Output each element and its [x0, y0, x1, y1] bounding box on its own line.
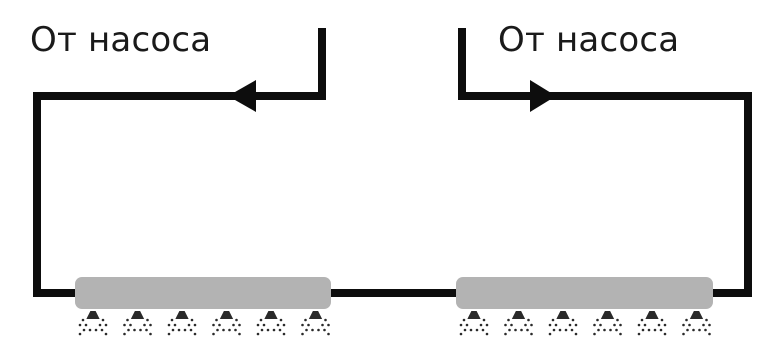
- spray-nozzle-icon: [167, 311, 197, 336]
- spray-nozzle-icon: [78, 311, 108, 336]
- right-pipe: [458, 28, 752, 297]
- spray-nozzle-icon: [212, 311, 241, 336]
- spray-nozzle-icon: [548, 311, 578, 336]
- spray-nozzle-icon: [459, 311, 489, 336]
- spray-nozzle-icon: [637, 311, 667, 336]
- spray-nozzle-icon: [301, 311, 330, 336]
- spray-nozzle-icon: [504, 311, 533, 336]
- right-nozzle-bar: [456, 277, 713, 309]
- spray-nozzle-icon: [123, 311, 152, 336]
- left-inlet-label: От насоса: [30, 20, 212, 60]
- pipe-loop: [33, 28, 752, 297]
- spray-nozzle-icon: [256, 311, 286, 336]
- left-nozzle-bar: [75, 277, 331, 309]
- right-flow-arrow-icon: [530, 80, 556, 112]
- spray-nozzle-icon: [593, 311, 622, 336]
- left-pipe: [33, 28, 326, 297]
- spray-nozzles: [78, 311, 711, 336]
- right-inlet-label: От насоса: [498, 20, 680, 60]
- spray-nozzle-icon: [682, 311, 711, 336]
- left-flow-arrow-icon: [228, 80, 256, 112]
